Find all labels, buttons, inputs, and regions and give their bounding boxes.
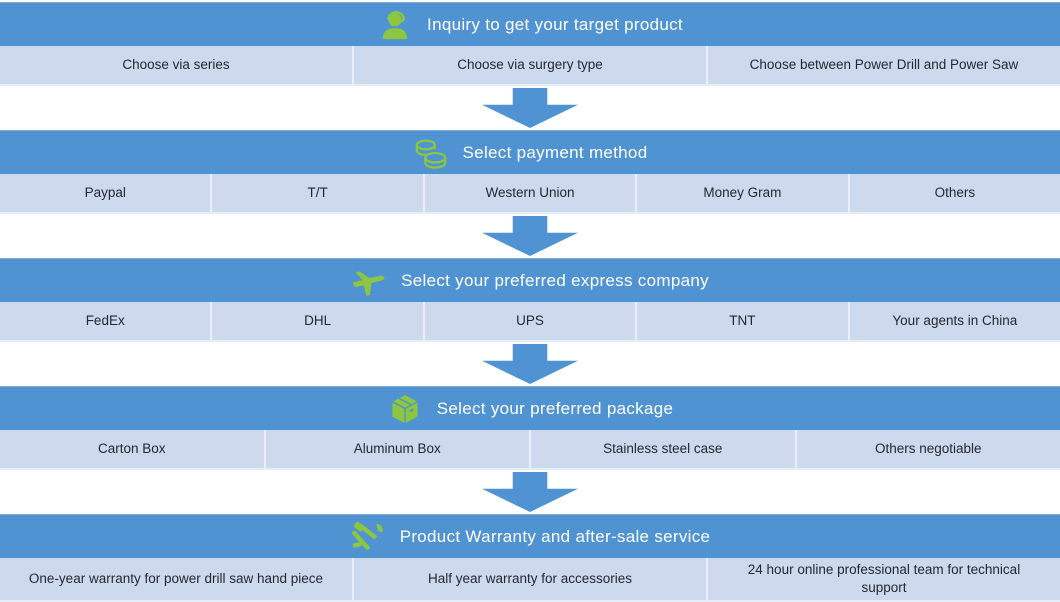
option-cell: Western Union: [423, 174, 635, 212]
section-title: Product Warranty and after-sale service: [400, 527, 711, 547]
section-options: Choose via series Choose via surgery typ…: [0, 46, 1060, 86]
option-cell: Carton Box: [0, 430, 264, 468]
section-inquiry: Inquiry to get your target product Choos…: [0, 2, 1060, 86]
section-options: Carton Box Aluminum Box Stainless steel …: [0, 430, 1060, 470]
arrow-gap: [0, 214, 1060, 258]
option-cell: Your agents in China: [848, 302, 1060, 340]
tools-icon: [350, 519, 386, 555]
option-cell: Aluminum Box: [264, 430, 530, 468]
section-title: Select your preferred express company: [401, 271, 709, 291]
option-cell: Stainless steel case: [529, 430, 795, 468]
down-arrow-icon: [482, 472, 578, 512]
option-cell: Money Gram: [635, 174, 847, 212]
section-package: Select your preferred package Carton Box…: [0, 386, 1060, 470]
section-express: Select your preferred express company Fe…: [0, 258, 1060, 342]
option-cell: 24 hour online professional team for tec…: [706, 558, 1060, 600]
option-cell: Others: [848, 174, 1060, 212]
option-cell: TNT: [635, 302, 847, 340]
option-cell: Half year warranty for accessories: [352, 558, 706, 600]
option-cell: DHL: [210, 302, 422, 340]
package-icon: [387, 391, 423, 427]
section-header: Inquiry to get your target product: [0, 2, 1060, 46]
section-header: Select payment method: [0, 130, 1060, 174]
down-arrow-icon: [482, 344, 578, 384]
option-cell: Others negotiable: [795, 430, 1060, 468]
section-payment: Select payment method Paypal T/T Western…: [0, 130, 1060, 214]
option-cell: Paypal: [0, 174, 210, 212]
section-options: One-year warranty for power drill saw ha…: [0, 558, 1060, 602]
section-options: Paypal T/T Western Union Money Gram Othe…: [0, 174, 1060, 214]
option-cell: T/T: [210, 174, 422, 212]
down-arrow-icon: [482, 88, 578, 128]
section-options: FedEx DHL UPS TNT Your agents in China: [0, 302, 1060, 342]
option-cell: Choose via series: [0, 46, 352, 84]
option-cell: UPS: [423, 302, 635, 340]
support-person-icon: [377, 7, 413, 43]
coins-icon: [413, 135, 449, 171]
section-title: Inquiry to get your target product: [427, 15, 683, 35]
arrow-gap: [0, 470, 1060, 514]
option-cell: Choose via surgery type: [352, 46, 706, 84]
section-warranty: Product Warranty and after-sale service …: [0, 514, 1060, 602]
option-cell: FedEx: [0, 302, 210, 340]
option-cell: Choose between Power Drill and Power Saw: [706, 46, 1060, 84]
section-header: Product Warranty and after-sale service: [0, 514, 1060, 558]
section-header: Select your preferred express company: [0, 258, 1060, 302]
arrow-gap: [0, 86, 1060, 130]
section-header: Select your preferred package: [0, 386, 1060, 430]
option-cell: One-year warranty for power drill saw ha…: [0, 558, 352, 600]
arrow-gap: [0, 342, 1060, 386]
airplane-icon: [351, 263, 387, 299]
down-arrow-icon: [482, 216, 578, 256]
section-title: Select your preferred package: [437, 399, 673, 419]
section-title: Select payment method: [463, 143, 648, 163]
